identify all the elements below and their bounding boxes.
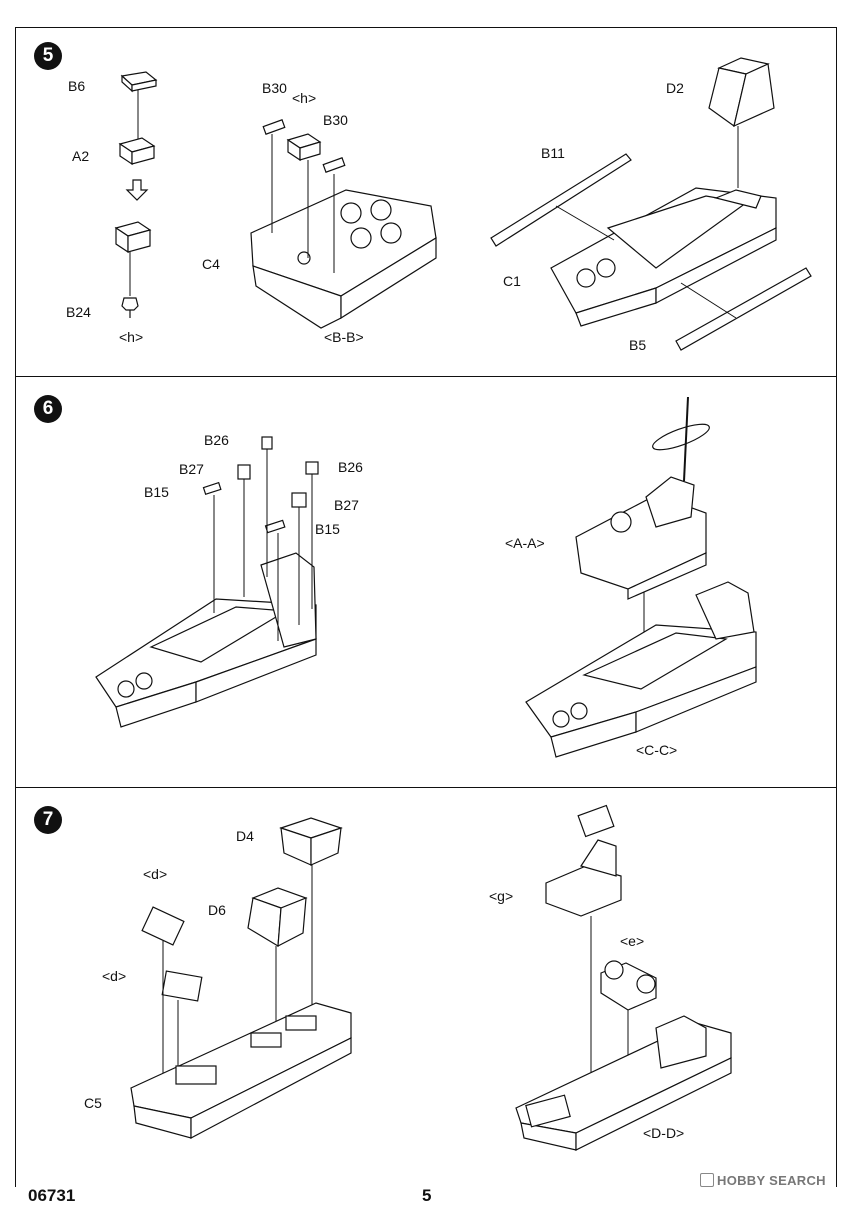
label-h-left: <h>	[119, 329, 144, 345]
step-7-illustration	[130, 804, 732, 1151]
label-c1: C1	[503, 273, 521, 289]
label-b30-right: B30	[323, 112, 348, 128]
label-b11: B11	[541, 145, 565, 161]
step-7-panel: 7	[15, 787, 837, 1187]
label-b26-left: B26	[204, 432, 229, 448]
label-c4: C4	[202, 256, 220, 272]
step-number: 6	[34, 395, 62, 423]
label-cc: <C-C>	[636, 742, 678, 758]
label-a2: A2	[72, 148, 90, 164]
part-b5	[675, 267, 812, 351]
label-b26-right: B26	[338, 459, 363, 475]
product-code: 06731	[28, 1186, 76, 1205]
label-dd: <D-D>	[643, 1125, 685, 1141]
label-d-top: <d>	[143, 866, 168, 882]
label-c5: C5	[84, 1095, 102, 1111]
label-h-center: <h>	[292, 90, 317, 106]
label-b15-left: B15	[144, 484, 169, 500]
label-b27-right: B27	[334, 497, 359, 513]
step-number: 5	[34, 42, 62, 70]
hobby-search-logo-icon	[700, 1173, 714, 1187]
label-bb: <B-B>	[324, 329, 364, 345]
page-number: 5	[422, 1186, 432, 1205]
step-6-illustration	[95, 396, 757, 758]
label-d2: D2	[666, 80, 684, 96]
label-b5: B5	[629, 337, 647, 353]
label-e: <e>	[620, 933, 645, 949]
label-d4: D4	[236, 828, 254, 844]
label-b30-left: B30	[262, 80, 287, 96]
label-g: <g>	[489, 888, 514, 904]
part-b24	[121, 297, 139, 311]
step-5-illustration	[114, 57, 812, 351]
label-b27-left: B27	[179, 461, 204, 477]
part-b11	[490, 153, 632, 247]
step-6-panel: 6	[15, 376, 837, 788]
label-aa: <A-A>	[505, 535, 545, 551]
watermark: HOBBY SEARCH	[700, 1173, 826, 1188]
step-5-panel: 5	[15, 27, 837, 377]
label-b6: B6	[68, 78, 86, 94]
label-b15-right: B15	[315, 521, 340, 537]
label-d-bottom: <d>	[102, 968, 127, 984]
label-b24: B24	[66, 304, 91, 320]
label-d6: D6	[208, 902, 226, 918]
step-number: 7	[34, 806, 62, 834]
